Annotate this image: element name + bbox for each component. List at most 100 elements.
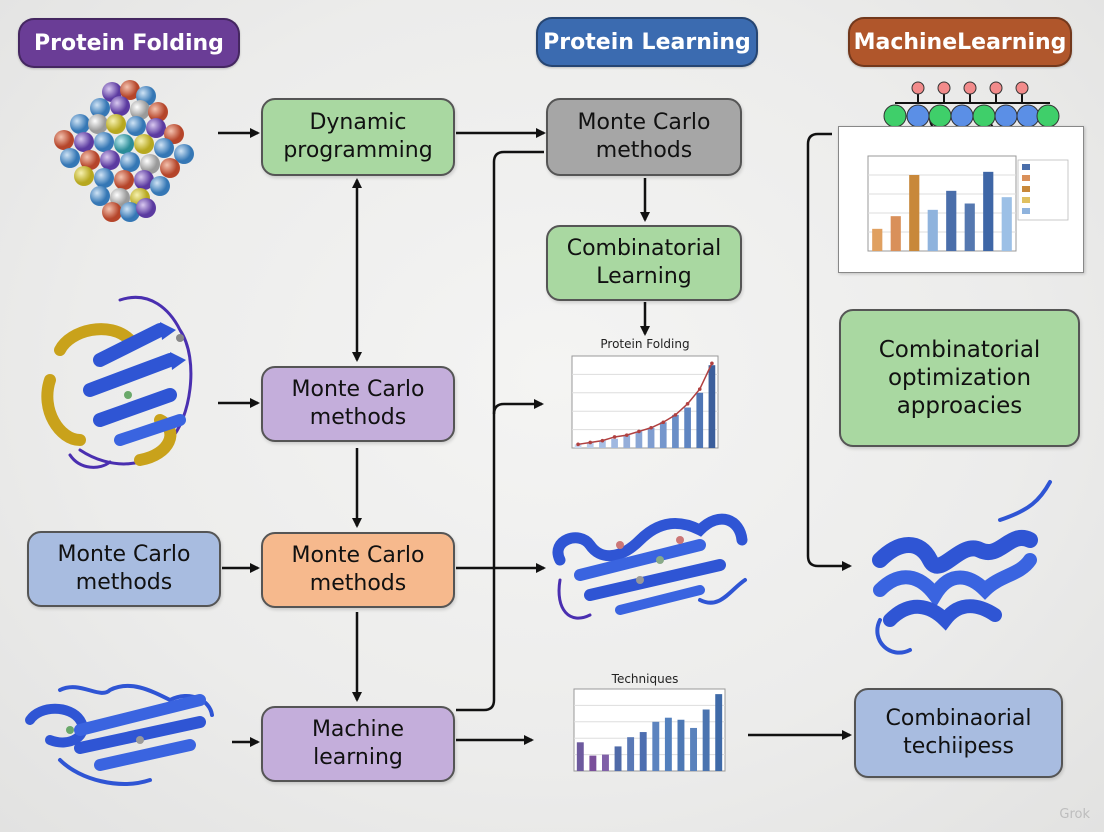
plot-area	[571, 355, 719, 449]
trend-point	[576, 442, 580, 447]
trend-point	[697, 387, 702, 391]
bar	[708, 365, 716, 448]
bar	[652, 721, 660, 771]
bar	[696, 392, 704, 448]
bar	[601, 754, 609, 771]
legend-swatch	[1022, 186, 1030, 192]
plot-area	[867, 155, 1017, 252]
node-monte-carlo-1-line1: Monte Carlo	[291, 377, 425, 402]
node-monte-carlo-left-line2: methods	[75, 570, 173, 595]
node-monte-carlo-orange: Monte Carlo methods	[261, 532, 455, 608]
bar	[672, 414, 679, 448]
bar	[639, 732, 647, 771]
node-combinatorial-optimization-line3: approacies	[896, 393, 1023, 419]
node-machine-learning: Machine learning	[261, 706, 455, 782]
bar	[589, 755, 597, 771]
arrow-to-chart1	[492, 399, 544, 415]
node-monte-carlo-1: Monte Carlo methods	[261, 366, 455, 442]
node-machine-learning-line2: learning	[313, 745, 403, 770]
node-monte-carlo-1-line2: methods	[309, 405, 407, 430]
node-combinatorial-techniques-line2: techiipess	[903, 734, 1014, 759]
trend-point	[661, 420, 666, 425]
node-monte-carlo-orange-line2: methods	[309, 571, 407, 596]
bar	[684, 407, 691, 448]
legend-swatch	[1022, 175, 1030, 181]
node-combinatorial-learning: Combinatorial Learning	[546, 225, 742, 301]
bar	[690, 727, 698, 771]
connector-right-bracket	[806, 132, 852, 571]
bar	[574, 444, 582, 448]
header-machine-learning-label: MachineLearning	[853, 29, 1067, 55]
bar	[659, 422, 667, 448]
bar	[872, 228, 883, 251]
node-combinatorial-optimization: Combinatorial optimization approacies	[839, 309, 1080, 447]
trend-point	[685, 402, 690, 406]
watermark: Grok	[1059, 807, 1090, 822]
header-protein-folding-label: Protein Folding	[34, 30, 224, 56]
node-combinatorial-techniques-line1: Combinaorial	[885, 706, 1032, 731]
node-dynamic-programming-line2: programming	[283, 138, 433, 163]
trend-point	[588, 440, 593, 445]
bar	[599, 440, 606, 448]
bar	[946, 190, 957, 251]
bar	[702, 709, 710, 771]
node-dynamic-programming: Dynamic programming	[261, 98, 455, 176]
connector-ml-to-montetop	[456, 150, 544, 712]
chart2-title: Techniques	[611, 672, 679, 686]
plot-area	[573, 688, 726, 772]
node-combinatorial-optimization-line1: Combinatorial	[878, 337, 1041, 363]
node-combinatorial-techniques: Combinaorial techiipess	[854, 688, 1063, 778]
node-monte-carlo-top: Monte Carlo methods	[546, 98, 742, 176]
bar	[611, 438, 618, 448]
bar	[647, 427, 655, 448]
legend-swatch	[1022, 208, 1030, 214]
node-monte-carlo-left-line1: Monte Carlo	[57, 542, 191, 567]
header-protein-learning-label: Protein Learning	[543, 29, 751, 55]
bar	[677, 719, 685, 771]
bar	[623, 435, 631, 448]
trend-line	[577, 363, 713, 446]
trend-point	[624, 433, 629, 437]
bar	[927, 209, 938, 251]
trend-point	[673, 413, 678, 417]
node-combinatorial-learning-line2: Learning	[596, 264, 692, 289]
trend-point	[649, 425, 653, 430]
bar	[576, 742, 584, 771]
trend-point	[600, 438, 605, 443]
bar	[664, 717, 672, 771]
bar	[909, 175, 920, 251]
trend-point	[612, 435, 617, 439]
node-monte-carlo-orange-line1: Monte Carlo	[291, 543, 425, 568]
header-protein-folding: Protein Folding	[18, 18, 240, 68]
legend-frame	[1017, 159, 1069, 221]
trend-point	[710, 361, 714, 366]
bar	[715, 694, 723, 771]
trend-point	[637, 429, 641, 434]
chart1-title: Protein Folding	[600, 337, 690, 351]
bar	[586, 442, 594, 448]
header-protein-learning: Protein Learning	[536, 17, 758, 67]
node-combinatorial-optimization-line2: optimization	[887, 365, 1032, 391]
node-monte-carlo-top-line1: Monte Carlo	[577, 110, 711, 135]
node-dynamic-programming-line1: Dynamic	[309, 110, 407, 135]
bar	[890, 216, 901, 251]
chart-techniques	[573, 688, 726, 772]
chart-right-bars	[867, 155, 1069, 252]
legend-swatch	[1022, 197, 1030, 203]
node-machine-learning-line1: Machine	[311, 717, 405, 742]
bar	[627, 737, 635, 771]
chart-protein-folding	[571, 355, 719, 449]
legend-swatch	[1022, 164, 1030, 170]
node-monte-carlo-top-line2: methods	[595, 138, 693, 163]
bar	[1001, 197, 1012, 251]
bar	[614, 746, 622, 771]
node-monte-carlo-left: Monte Carlo methods	[27, 531, 221, 607]
bar	[635, 431, 643, 448]
header-machine-learning: MachineLearning	[848, 17, 1072, 67]
node-combinatorial-learning-line1: Combinatorial	[566, 236, 722, 261]
